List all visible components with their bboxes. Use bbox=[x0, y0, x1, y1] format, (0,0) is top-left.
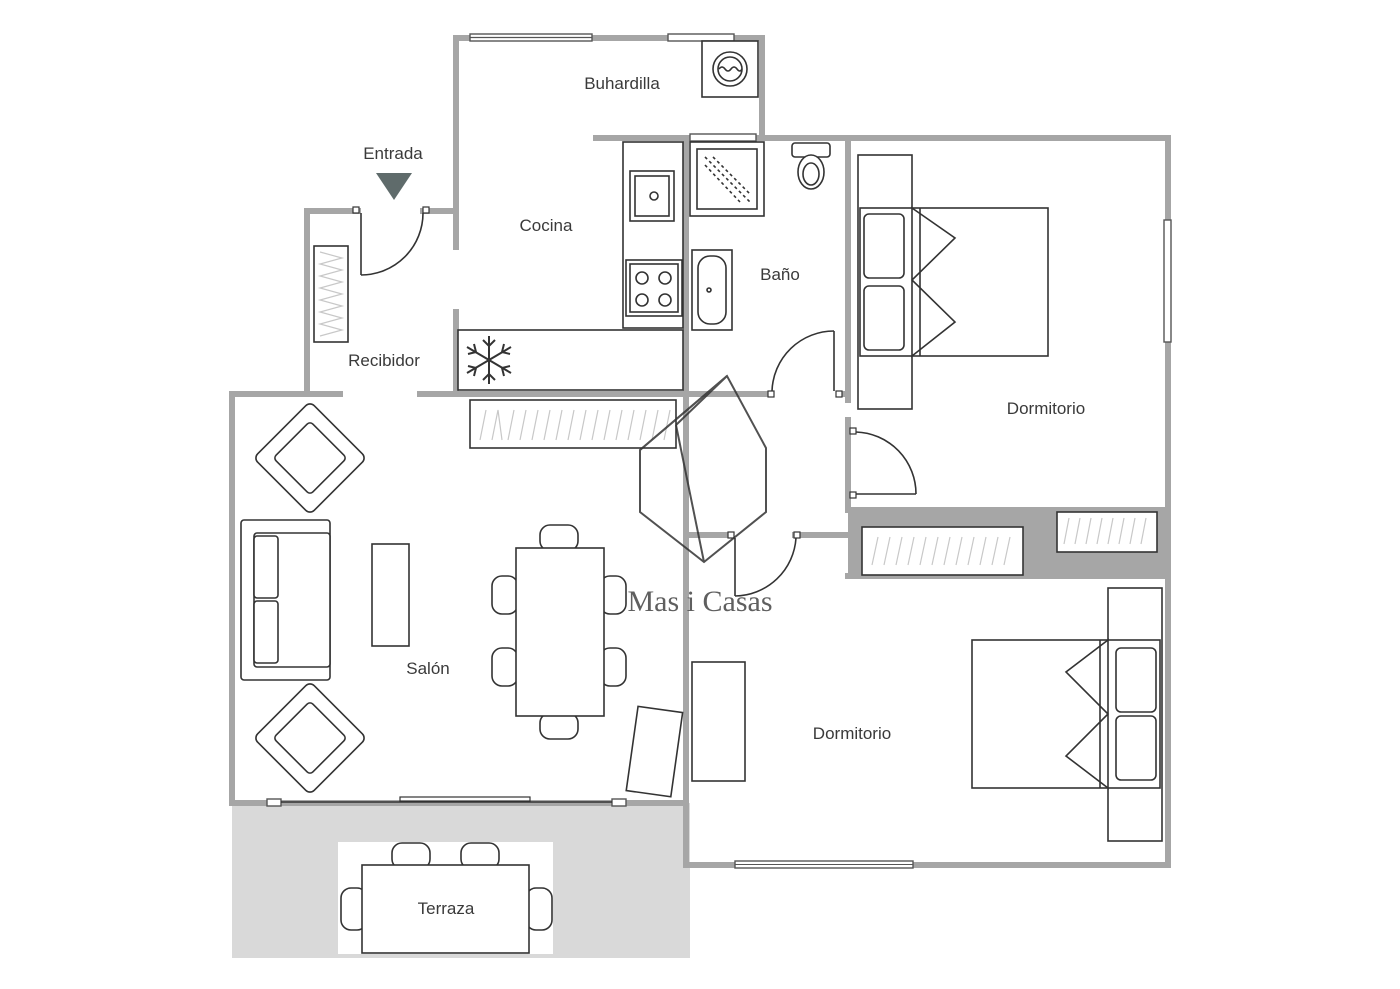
room-label-bano: Baño bbox=[760, 265, 800, 284]
snowflake-icon bbox=[466, 336, 512, 384]
kitchen-counter bbox=[457, 141, 684, 391]
doors bbox=[352, 206, 917, 597]
walls bbox=[229, 35, 1171, 868]
bed-2 bbox=[971, 587, 1163, 842]
watermark-logo-icon bbox=[639, 374, 767, 564]
hall-wardrobe bbox=[313, 245, 349, 343]
dining-table bbox=[491, 524, 627, 740]
watermark-text: Mas i Casas bbox=[628, 585, 773, 618]
room-label-dormitorio-1: Dormitorio bbox=[1007, 399, 1085, 418]
room-label-cocina: Cocina bbox=[520, 216, 573, 235]
armchair-bottom bbox=[255, 683, 365, 793]
room-label-buhardilla: Buhardilla bbox=[584, 74, 660, 93]
toilet-icon bbox=[791, 142, 831, 190]
desk bbox=[691, 661, 746, 782]
sofa bbox=[240, 519, 331, 681]
windows bbox=[266, 33, 1172, 869]
room-label-recibidor: Recibidor bbox=[348, 351, 420, 370]
room-label-dormitorio-2: Dormitorio bbox=[813, 724, 891, 743]
washbasin-icon bbox=[691, 249, 733, 331]
bedroom-wardrobes bbox=[861, 511, 1158, 576]
armchair-top bbox=[255, 403, 365, 513]
room-label-entrada: Entrada bbox=[363, 144, 423, 163]
bed-1 bbox=[857, 154, 1049, 410]
room-label-salon: Salón bbox=[406, 659, 449, 678]
living-wardrobe bbox=[469, 399, 677, 449]
room-label-terraza: Terraza bbox=[418, 899, 475, 918]
terrace-table bbox=[340, 842, 553, 954]
entrance-arrow-icon bbox=[376, 173, 412, 200]
tv-unit bbox=[625, 705, 684, 798]
washing-machine-icon bbox=[701, 40, 759, 98]
coffee-table bbox=[371, 543, 410, 647]
shower-icon bbox=[689, 141, 765, 217]
